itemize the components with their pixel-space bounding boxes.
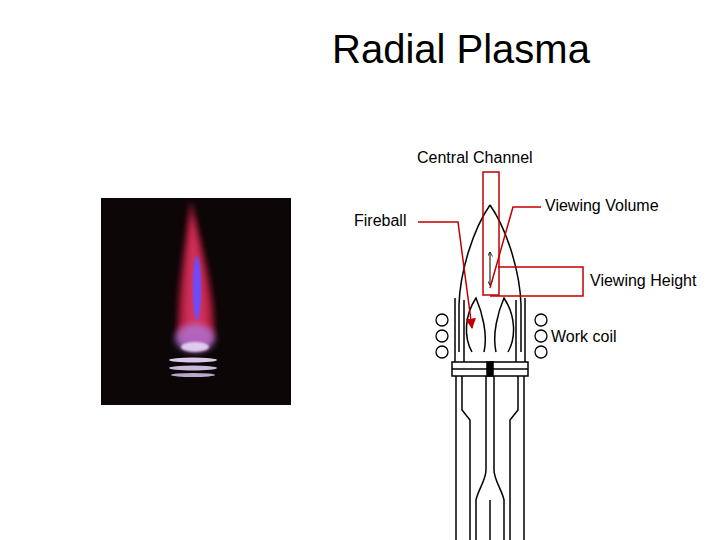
part-label: Viewing Height: [590, 272, 696, 290]
viewing-height-leader: [490, 267, 583, 296]
fireball-leader: [418, 222, 472, 328]
work-coil-symbol: [436, 314, 547, 358]
part-label: Fireball: [354, 212, 406, 230]
leader-lines: [418, 172, 583, 328]
torch-schematic: [452, 205, 528, 540]
part-label: Viewing Volume: [545, 197, 659, 215]
diagram-title: Radial Plasma: [332, 26, 590, 72]
part-label: Work coil: [551, 328, 617, 346]
central-channel-outline: [483, 172, 499, 295]
part-label: Central Channel: [417, 149, 533, 167]
viewing-volume-leader: [490, 207, 541, 288]
plasma-photo: [101, 198, 291, 405]
